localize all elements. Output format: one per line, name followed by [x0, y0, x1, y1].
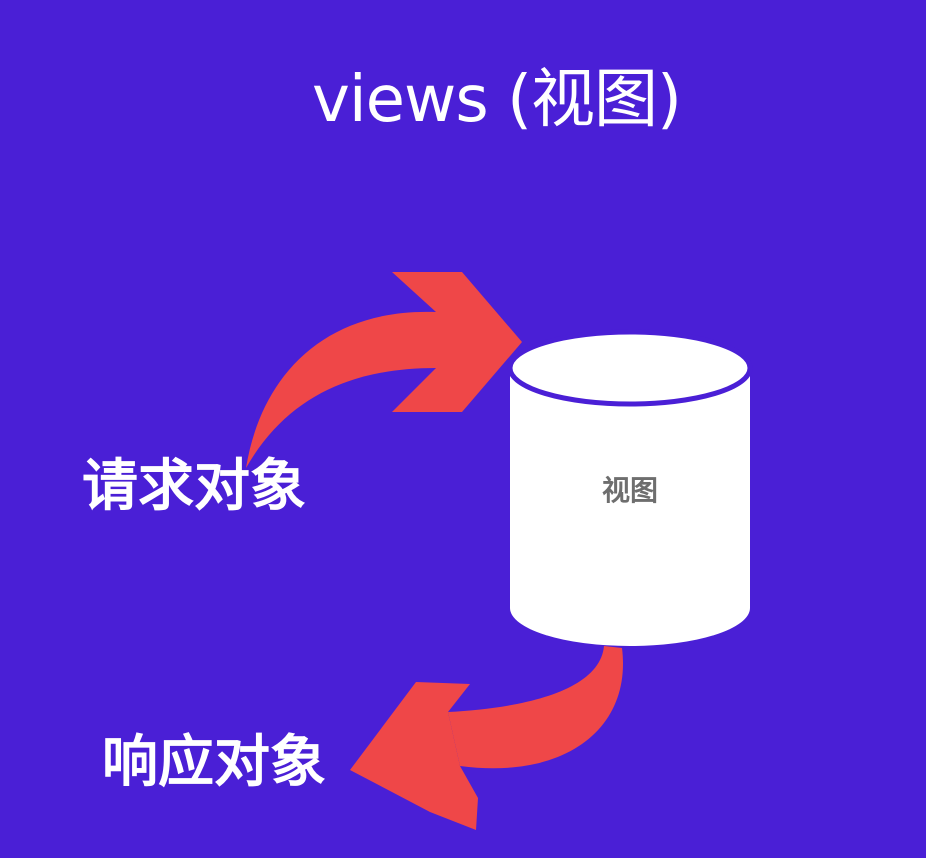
request-arrow-shaft: [246, 311, 436, 468]
request-arrow-head: [392, 272, 522, 412]
cylinder-top: [507, 329, 753, 407]
view-node-label: 视图: [601, 474, 658, 507]
response-arrow-shaft: [448, 646, 623, 769]
cylinder-body: [510, 368, 750, 646]
response-arrow-head: [350, 682, 478, 830]
page-title: views (视图): [312, 63, 682, 137]
response-arrow-icon: [350, 646, 623, 830]
request-object-label: 请求对象: [82, 454, 306, 519]
request-arrow-icon: [246, 272, 522, 468]
response-object-label: 响应对象: [102, 730, 326, 795]
view-cylinder-icon: [507, 329, 753, 646]
